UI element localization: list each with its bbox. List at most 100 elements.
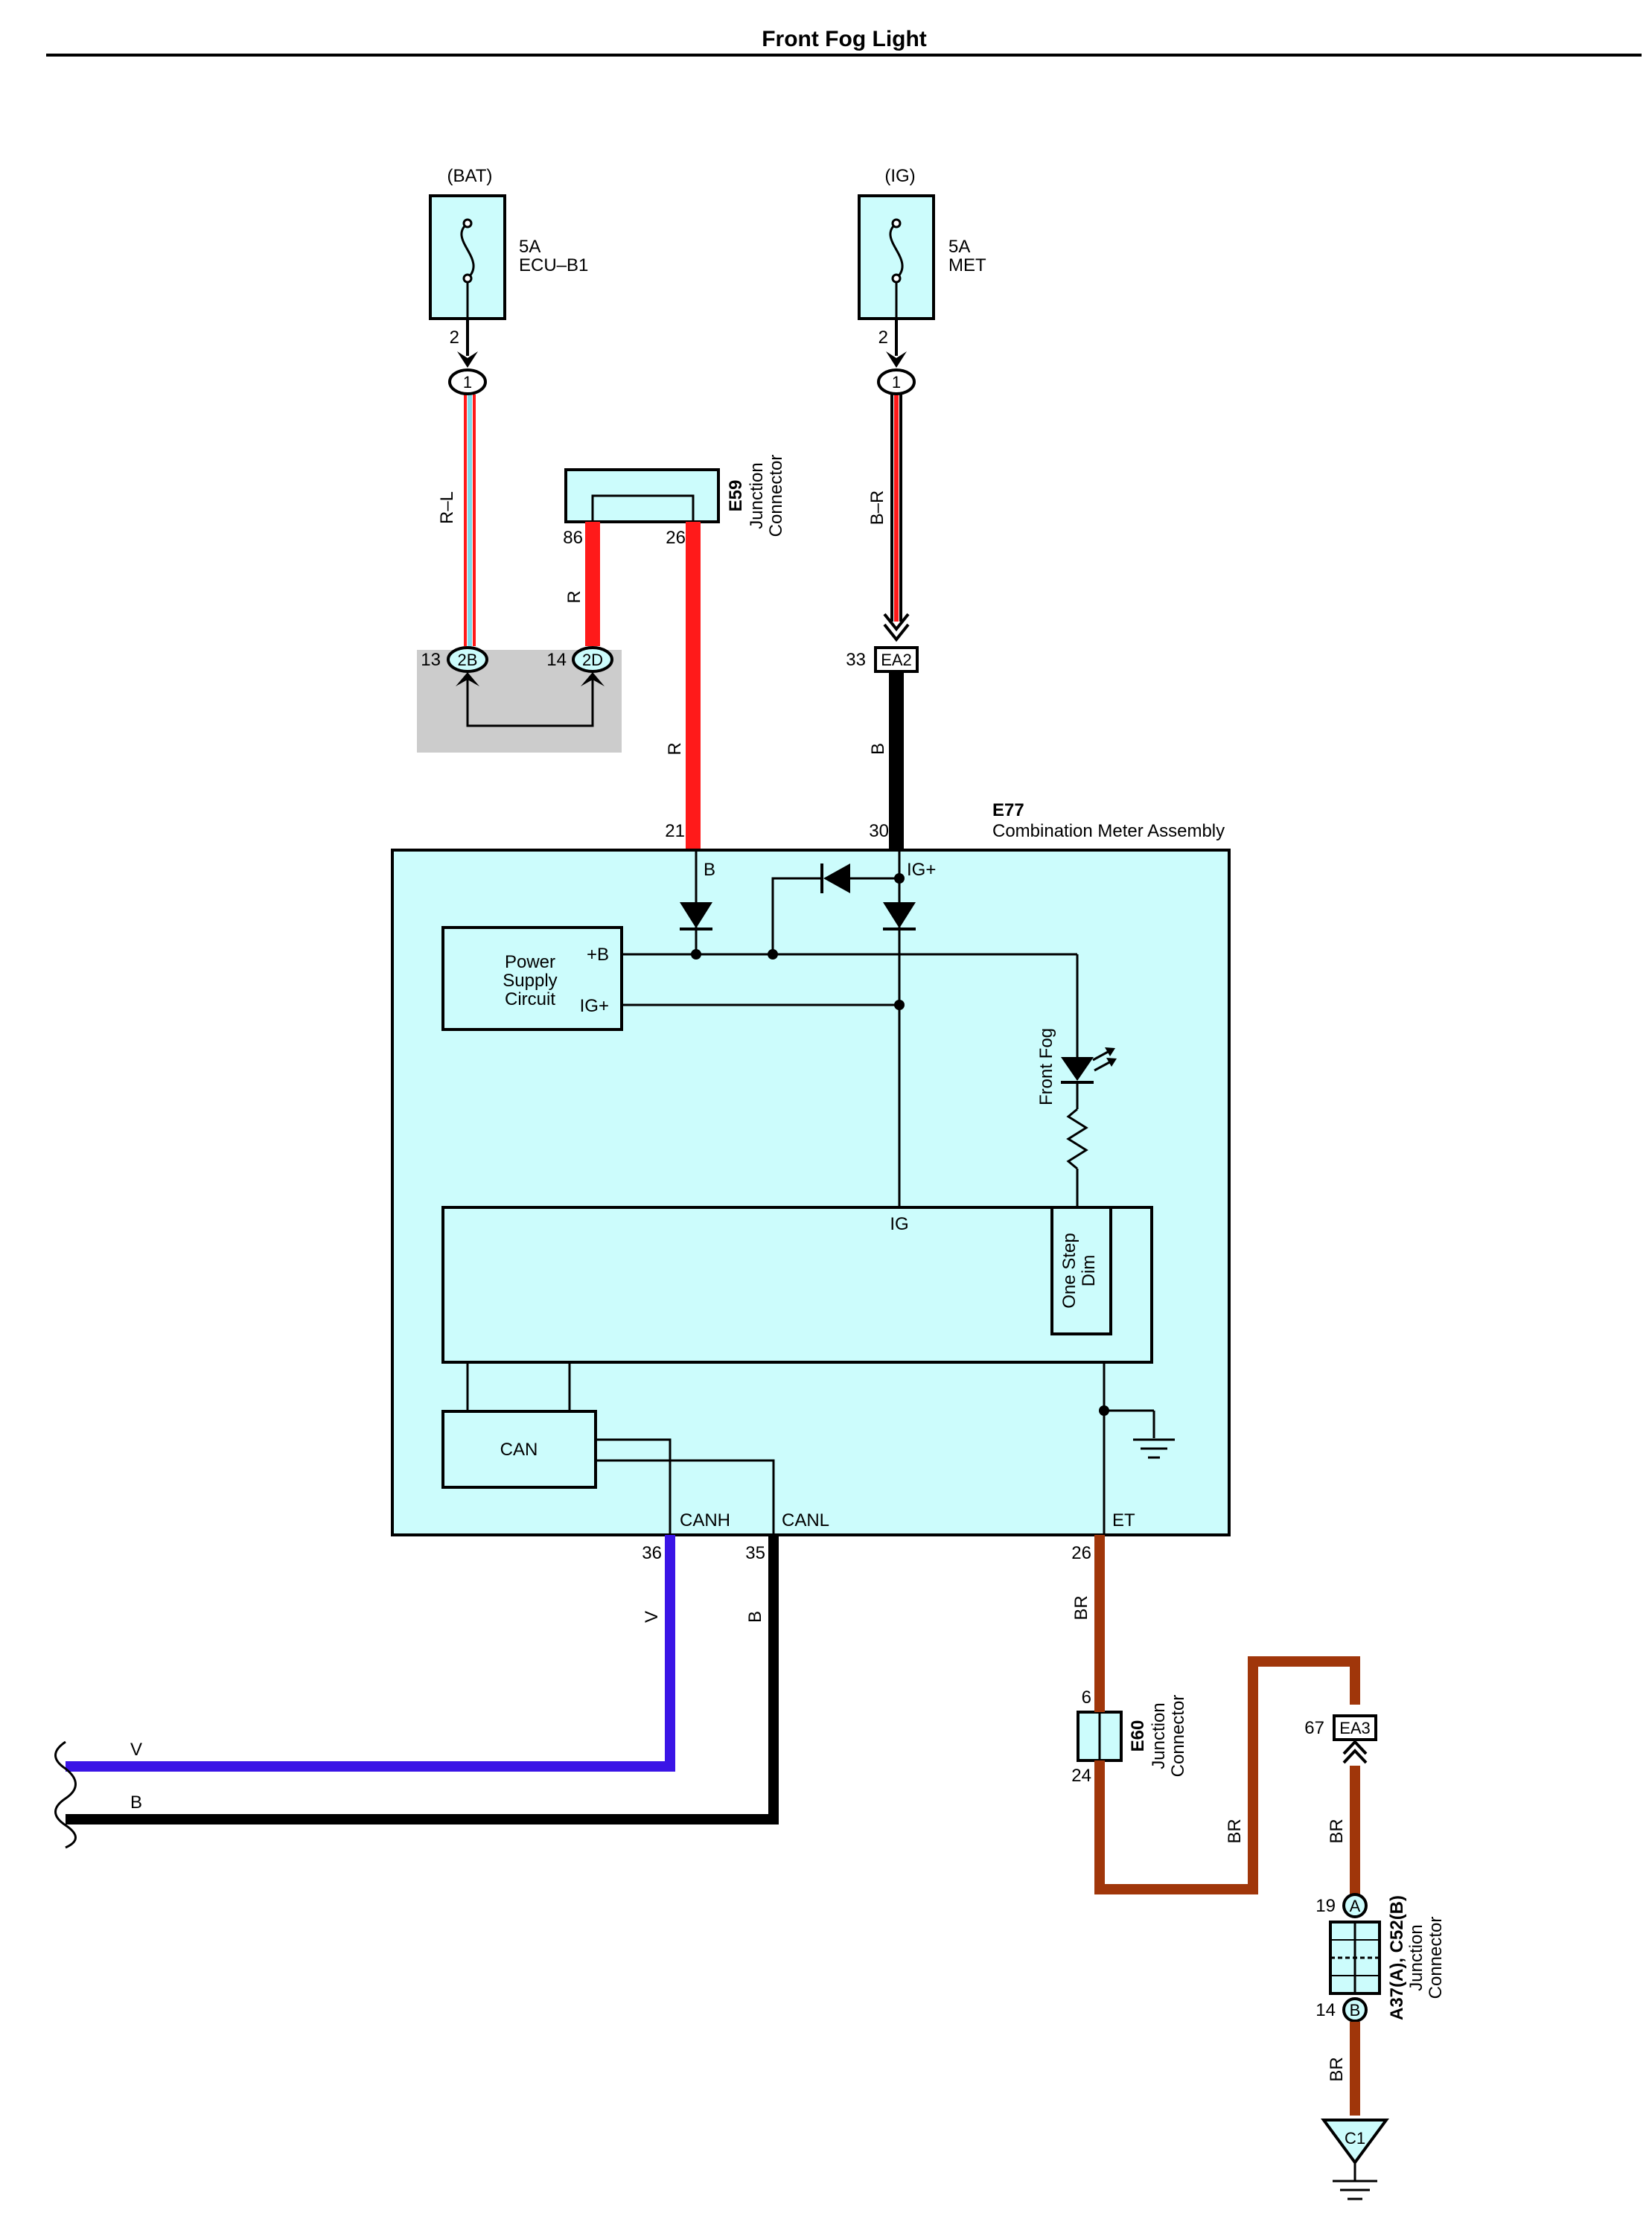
meter-pin-ig-number: 30	[869, 821, 889, 841]
can-block: CAN	[441, 1410, 597, 1489]
power-supply-line3: Circuit	[505, 989, 555, 1009]
a37-conn-bottom: B	[1350, 2001, 1361, 2020]
one-step-dim-line2: Dim	[1079, 1255, 1099, 1287]
one-step-dim-line1: One Step	[1059, 1233, 1079, 1308]
wire-b-canl	[66, 1535, 779, 1824]
e59-junction-connector: E59 Junction Connector 86 26	[563, 455, 786, 548]
terminal-arrow-icon	[456, 672, 479, 686]
e60-id: E60	[1128, 1720, 1148, 1752]
ground-point-c1: C1	[1321, 2119, 1389, 2200]
fuse-source-label: (BAT)	[447, 166, 493, 186]
a37-conn-top: A	[1350, 1897, 1361, 1915]
pin-canl-number: 35	[745, 1543, 765, 1563]
power-supply-ig: IG+	[580, 996, 609, 1016]
wire-br-loop	[1094, 1656, 1360, 1894]
fuse-ecu-b1: (BAT) 5A ECU–B1	[429, 166, 588, 320]
wire-color-label: R	[665, 742, 685, 755]
connector-number: 1	[463, 373, 472, 392]
junction-2d-label: 2D	[582, 651, 603, 669]
ground-icon	[1133, 1438, 1175, 1459]
e60-junction-connector: 6 24 E60 Junction Connector	[1071, 1688, 1188, 1786]
front-fog-label: Front Fog	[1036, 1028, 1056, 1105]
a37-id: A37(A), C52(B)	[1387, 1895, 1407, 2020]
pin-et-number: 26	[1071, 1543, 1091, 1563]
ic-ig-label: IG	[890, 1214, 908, 1234]
power-supply-line2: Supply	[503, 971, 557, 991]
junction-dots	[691, 873, 1109, 1416]
bus-v-label: V	[130, 1740, 142, 1760]
fuse-amperage: 5A	[519, 237, 540, 257]
meter-name: Combination Meter Assembly	[992, 821, 1225, 841]
connector-ea2: EA2 33	[846, 646, 919, 673]
terminal-arrow-icon	[581, 672, 605, 686]
wire-color-label: V	[642, 1611, 662, 1623]
canh-label: CANH	[680, 1510, 730, 1530]
fuse-pin-number: 2	[878, 328, 888, 348]
ea3-pin: 67	[1304, 1718, 1324, 1738]
a37-pin-bottom: 14	[1315, 2000, 1336, 2020]
wire-color-label: BR	[1225, 1819, 1245, 1843]
wire-color-label: BR	[1071, 1595, 1091, 1620]
wire-color-label: B	[745, 1611, 765, 1623]
can-label: CAN	[500, 1440, 538, 1460]
fuse-met: (IG) 5A MET	[858, 166, 986, 320]
pin-canh-number: 36	[642, 1543, 662, 1563]
meter-pin-b-label: B	[704, 860, 715, 880]
connector-oval	[877, 368, 916, 395]
one-step-dim-block: One Step Dim	[1050, 1206, 1112, 1335]
double-chevron-icon	[1342, 1740, 1368, 1764]
page-title: Front Fog Light	[762, 27, 927, 51]
diode-icon	[680, 902, 712, 928]
e60-line1: Junction	[1149, 1702, 1169, 1769]
power-supply-plus-b: +B	[587, 945, 609, 965]
e60-pin-bottom: 24	[1071, 1766, 1091, 1786]
diode-icon	[823, 863, 850, 893]
e59-pin-left: 86	[563, 528, 583, 548]
wire-break-icon	[54, 1740, 77, 1849]
ground-label: C1	[1345, 2129, 1365, 2148]
front-fog-indicator-led	[1061, 1047, 1117, 1084]
junction-2b-label: 2B	[458, 651, 478, 669]
diode-icon	[883, 902, 916, 928]
junction-2d: 2D 14	[546, 646, 613, 686]
connector-oval	[448, 368, 487, 395]
a37-line2: Connector	[1426, 1917, 1446, 1999]
wire-color-label: R	[564, 590, 584, 603]
connector-ea3: EA3 67	[1304, 1714, 1377, 1764]
terminal-arrow-icon	[886, 351, 907, 368]
wire-v-canh	[66, 1535, 675, 1772]
fuse-name: MET	[948, 255, 986, 275]
ea2-label: EA2	[881, 651, 912, 669]
a37-c52-junction-connector: A 19 B 14 A37(A), C52(B) Junction Connec…	[1315, 1893, 1446, 2023]
e60-pin-top: 6	[1082, 1688, 1091, 1708]
ea2-pin: 33	[846, 650, 866, 670]
fuse-pin-number: 2	[450, 328, 459, 348]
meter-pin-ig-label: IG+	[907, 860, 936, 880]
canl-label: CANL	[782, 1510, 829, 1530]
wire-color-label: B	[868, 743, 888, 755]
e60-line2: Connector	[1168, 1695, 1188, 1778]
ea3-label: EA3	[1339, 1719, 1371, 1737]
e59-id: E59	[726, 480, 746, 512]
power-supply-line1: Power	[505, 952, 555, 972]
junction-internal-link	[466, 680, 594, 727]
wire-color-label: BR	[1327, 2057, 1347, 2081]
meter-pin-b-number: 21	[665, 821, 685, 841]
fuse-amperage: 5A	[948, 237, 970, 257]
a37-pin-top: 19	[1315, 1896, 1336, 1916]
wire-color-label: BR	[1327, 1819, 1347, 1843]
wire-br-segment-under-e60	[1094, 1705, 1105, 1712]
double-chevron-icon	[883, 613, 910, 642]
bus-b-label: B	[130, 1792, 142, 1813]
meter-id: E77	[992, 800, 1024, 820]
a37-line1: Junction	[1406, 1924, 1426, 1990]
fuse-name: ECU–B1	[519, 255, 588, 275]
e59-line2: Connector	[766, 455, 786, 537]
connector-number: 1	[892, 373, 901, 392]
e59-line1: Junction	[747, 462, 767, 529]
wire-color-label: R–L	[437, 491, 457, 524]
junction-2b: 2B 13	[421, 646, 488, 686]
terminal-arrow-icon	[457, 351, 478, 368]
meter-ic-block	[441, 1206, 1153, 1364]
